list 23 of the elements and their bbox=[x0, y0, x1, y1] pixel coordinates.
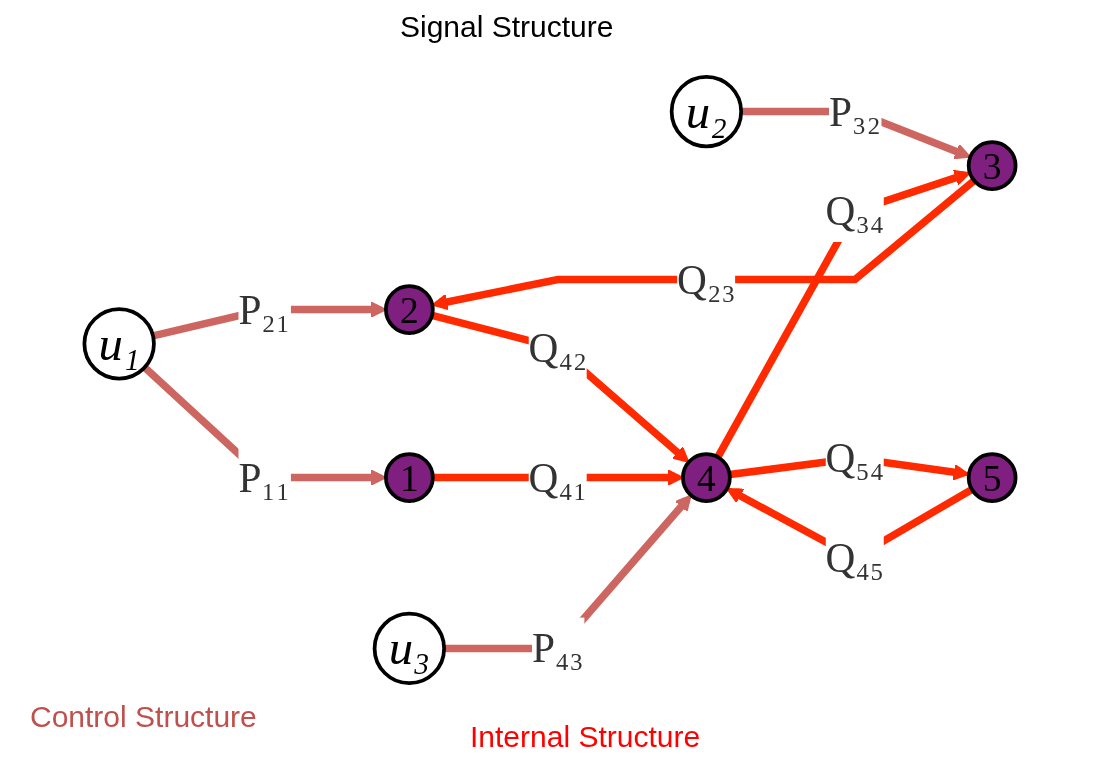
structure-label: Signal Structure bbox=[400, 10, 614, 44]
node-circle: 2 bbox=[384, 284, 435, 335]
node-circle: 5 bbox=[966, 452, 1018, 503]
node-circle: 3 bbox=[966, 140, 1018, 191]
edge-label: Q₃₄ bbox=[825, 187, 885, 235]
edge-label: Q₄₂ bbox=[528, 324, 588, 372]
edge-label: P₄₃ bbox=[532, 624, 584, 672]
node-circle: u₂ bbox=[669, 74, 744, 149]
node-circle: 1 bbox=[384, 452, 435, 503]
arrow bbox=[431, 311, 690, 463]
edge-label: P₂₁ bbox=[238, 286, 291, 334]
edge-label: Q₄₅ bbox=[825, 534, 885, 582]
node-circle: u₃ bbox=[372, 611, 446, 686]
edge-label: Q₅₄ bbox=[825, 434, 885, 482]
edge-label: Q₄₁ bbox=[528, 454, 588, 502]
node-circle: 4 bbox=[681, 452, 732, 503]
edge-label: P₁₁ bbox=[238, 454, 291, 502]
structure-label: Internal Structure bbox=[470, 720, 701, 754]
edge-label: P₃₂ bbox=[829, 88, 881, 136]
structure-label: Control Structure bbox=[30, 700, 257, 734]
arrow bbox=[714, 169, 971, 459]
edge-label: Q₂₃ bbox=[677, 256, 736, 304]
node-circle: u₁ bbox=[82, 307, 156, 381]
